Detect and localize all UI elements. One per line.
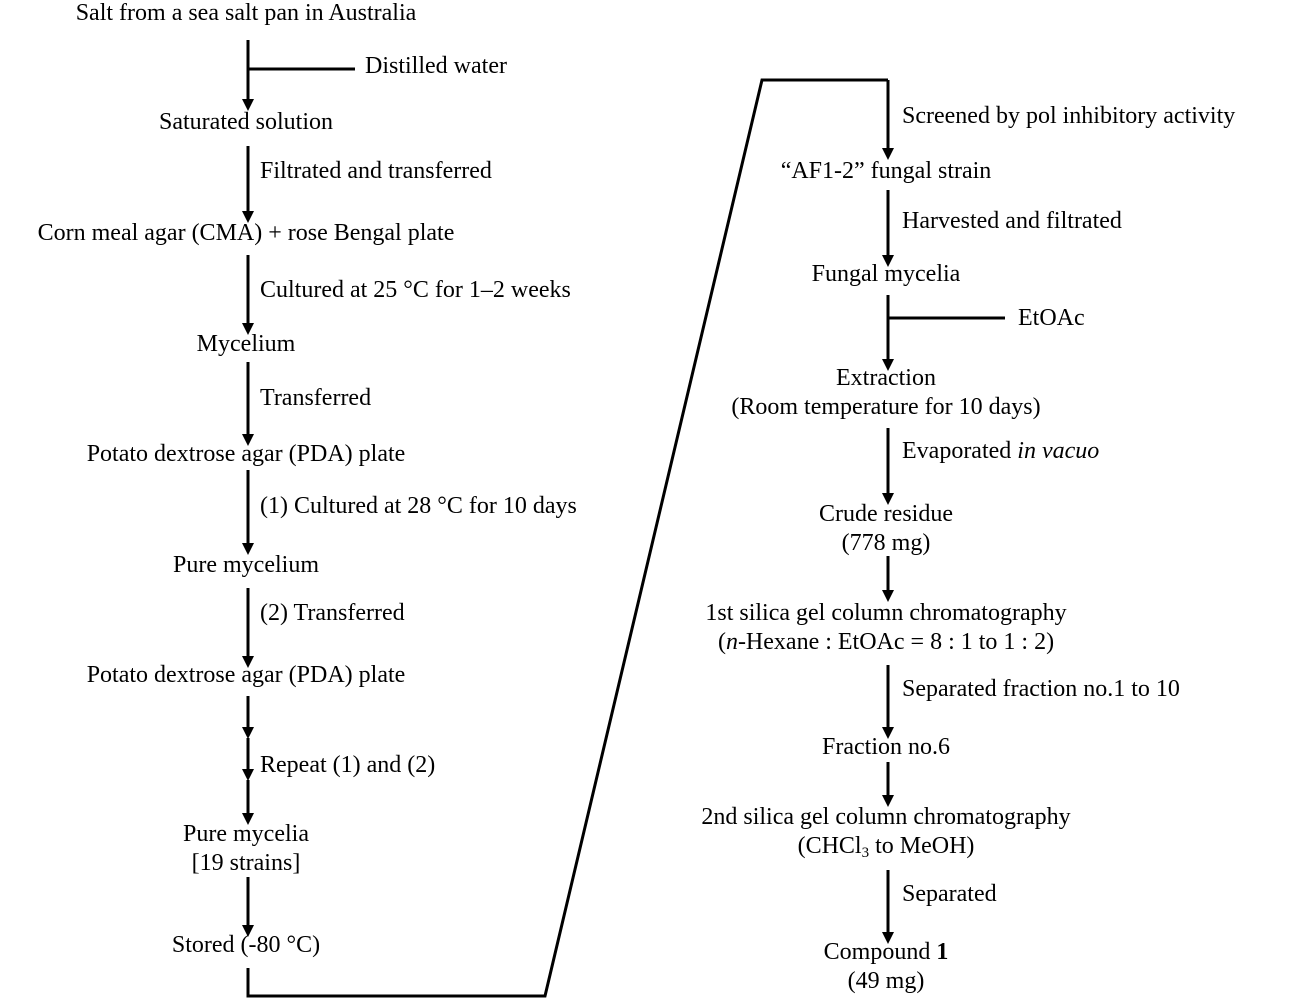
node-pure-mycelia: Pure mycelia [19 strains]: [183, 820, 309, 878]
extraction-title: Extraction: [836, 365, 936, 391]
crude-residue-mass: (778 mg): [841, 530, 931, 556]
node-salt-source: Salt from a sea salt pan in Australia: [75, 0, 417, 26]
node-crude-residue: Crude residue (778 mg): [819, 500, 953, 558]
node-fungal-strain: “AF1-2” fungal strain: [780, 158, 992, 184]
step-transferred: Transferred: [260, 385, 372, 411]
node-first-silica-column: 1st silica gel column chromatography (n-…: [705, 599, 1066, 657]
pure-mycelia-title: Pure mycelia: [183, 821, 309, 847]
node-stored: Stored (-80 °C): [171, 932, 321, 958]
crude-residue-title: Crude residue: [819, 501, 953, 527]
step-repeat: Repeat (1) and (2): [260, 752, 436, 778]
node-fraction-6: Fraction no.6: [822, 734, 950, 760]
node-pda-plate-2: Potato dextrose agar (PDA) plate: [86, 662, 406, 688]
step-cultured-25c: Cultured at 25 °C for 1–2 weeks: [260, 277, 571, 303]
node-saturated-solution: Saturated solution: [159, 109, 333, 135]
step-transferred-2: (2) Transferred: [260, 600, 405, 626]
node-fungal-mycelia: Fungal mycelia: [811, 261, 961, 287]
node-cma-plate: Corn meal agar (CMA) + rose Bengal plate: [37, 220, 455, 246]
second-silica-title: 2nd silica gel column chromatography: [701, 804, 1071, 830]
step-separated-fractions: Separated fraction no.1 to 10: [902, 676, 1180, 702]
input-distilled-water: Distilled water: [365, 53, 507, 79]
step-harvested: Harvested and filtrated: [902, 208, 1122, 234]
node-pure-mycelium: Pure mycelium: [173, 552, 319, 578]
pure-mycelia-count: [19 strains]: [191, 850, 301, 876]
first-silica-eluent: (n-Hexane : EtOAc = 8 : 1 to 1 : 2): [717, 629, 1055, 655]
link-connector: [246, 78, 888, 998]
node-pda-plate-1: Potato dextrose agar (PDA) plate: [86, 441, 406, 467]
compound-mass: (49 mg): [847, 968, 925, 994]
step-screened: Screened by pol inhibitory activity: [902, 103, 1236, 129]
compound-title: Compound 1: [823, 939, 949, 965]
input-etoac: EtOAc: [1018, 305, 1085, 331]
first-silica-title: 1st silica gel column chromatography: [705, 600, 1067, 626]
step-filtrated-transferred: Filtrated and transferred: [260, 158, 492, 184]
in-vacuo-text: in vacuo: [1017, 438, 1100, 464]
node-extraction: Extraction (Room temperature for 10 days…: [731, 364, 1040, 422]
second-silica-eluent: (CHCl3 to MeOH): [797, 833, 975, 861]
step-cultured-28c: (1) Cultured at 28 °C for 10 days: [260, 493, 577, 519]
node-compound-1: Compound 1 (49 mg): [824, 938, 949, 996]
step-evaporated: Evaporated in vacuo: [902, 438, 1099, 464]
step-separated: Separated: [902, 881, 997, 907]
node-mycelium: Mycelium: [196, 331, 296, 357]
extraction-condition: (Room temperature for 10 days): [731, 394, 1041, 420]
evaporated-text: Evaporated: [902, 438, 1018, 464]
node-second-silica-column: 2nd silica gel column chromatography (CH…: [701, 803, 1070, 861]
